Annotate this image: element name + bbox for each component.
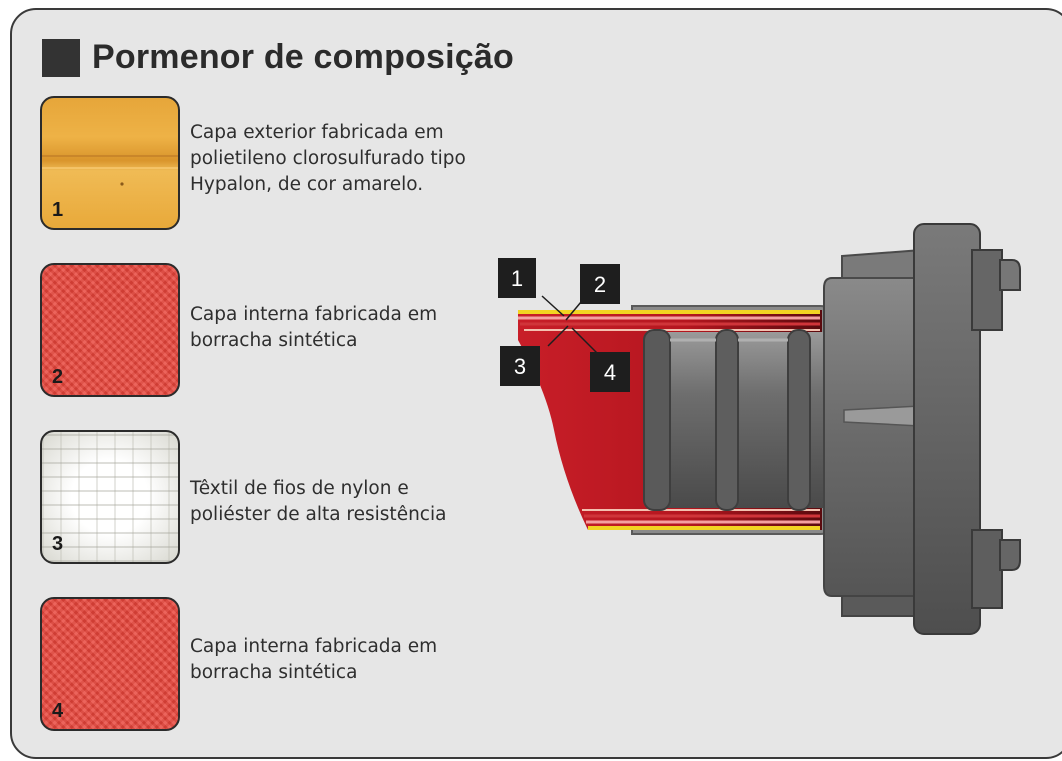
- callout-3-leader: [547, 325, 569, 347]
- layer-4-description: Capa interna fabricada em borracha sinté…: [190, 636, 438, 683]
- layer-3-number: 3: [52, 533, 64, 555]
- page-title: Pormenor de composição: [92, 38, 514, 76]
- callout-3-box: [500, 346, 540, 386]
- layer-1-swatch: 1: [40, 96, 180, 230]
- callout-4-leader: [571, 327, 601, 357]
- layer-1-description: Capa exterior fabricada em polietileno c…: [190, 122, 466, 195]
- layer-1-texture: [42, 155, 178, 186]
- callout-1-label: 1: [511, 266, 523, 291]
- insert-ring-3: [787, 329, 811, 511]
- callout-2-label: 2: [594, 272, 606, 297]
- layer-4-swatch: 4: [40, 597, 180, 731]
- layer-4-number: 4: [52, 700, 64, 722]
- composition-panel: Pormenor de composição 1 Capa exterior f…: [10, 8, 1062, 759]
- layer-1-number: 1: [52, 199, 64, 221]
- callout-1-leader: [541, 295, 565, 317]
- coupling-body: [823, 277, 923, 597]
- coupling-flange: [913, 223, 981, 635]
- callout-1-box: [498, 258, 536, 298]
- layer-2-number: 2: [52, 366, 64, 388]
- lug-top: [999, 259, 1021, 291]
- layer-3-swatch: 3: [40, 430, 180, 564]
- flange-step-bottom: [971, 529, 1003, 609]
- hose-coupling-diagram: 1 2 3 4: [498, 223, 1021, 635]
- callout-3-label: 3: [514, 354, 526, 379]
- layer-2-swatch: 2: [40, 263, 180, 397]
- title-block: Pormenor de composição: [42, 38, 514, 77]
- layer-3-description: Têxtil de fios de nylon e poliéster de a…: [190, 478, 447, 525]
- title-square-icon: [42, 38, 80, 77]
- insert-ring-1: [643, 329, 671, 511]
- lug-bottom: [999, 539, 1021, 571]
- flange-step-top: [971, 249, 1003, 331]
- callout-4-box: [590, 352, 630, 392]
- coupling-top-lip: [841, 248, 923, 279]
- callout-2-box: [580, 264, 620, 304]
- layer-2-description: Capa interna fabricada em borracha sinté…: [190, 304, 438, 351]
- coupling-rib: [843, 405, 921, 427]
- insert-ring-2: [715, 329, 739, 511]
- coupling-bottom-lip: [841, 595, 923, 617]
- callout-4-label: 4: [604, 360, 616, 385]
